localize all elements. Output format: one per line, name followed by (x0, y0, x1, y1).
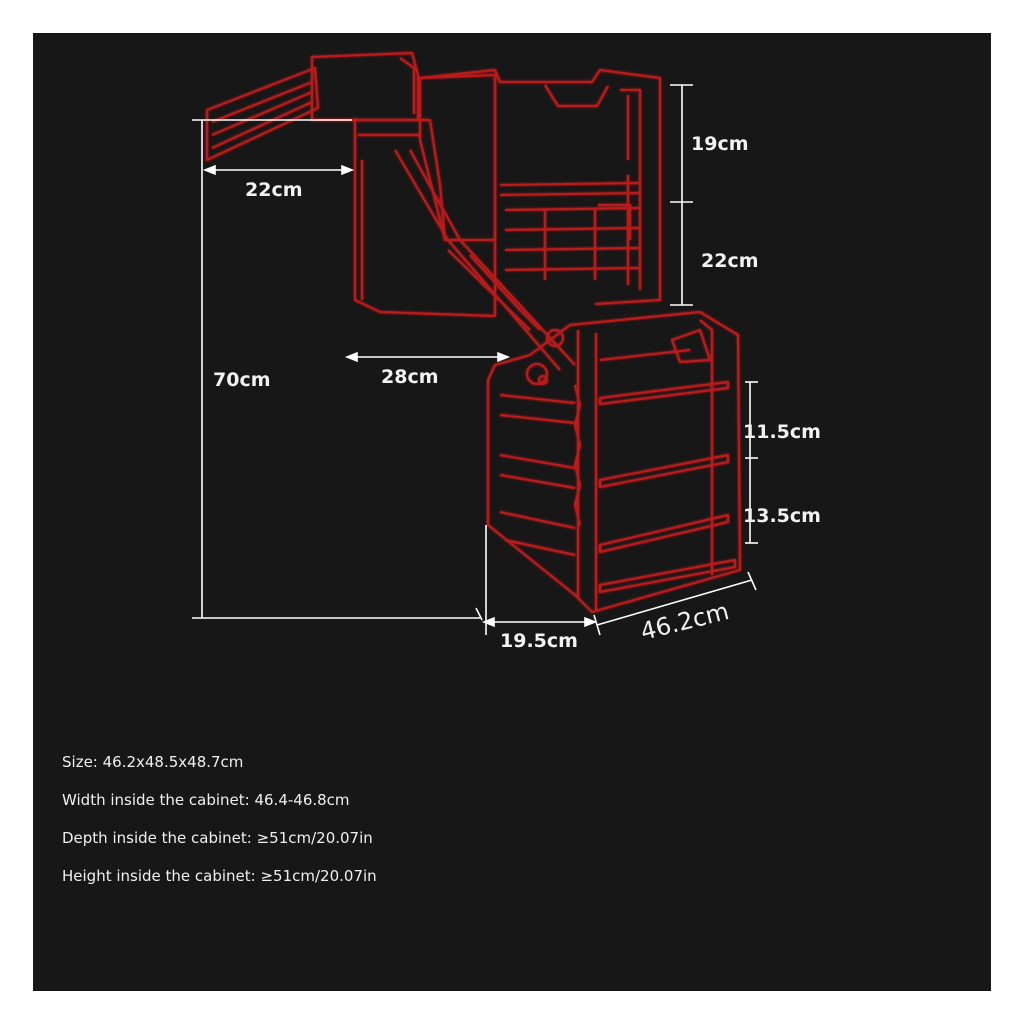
background-panel (33, 33, 991, 991)
dim-base-depth-label: 19.5cm (500, 630, 578, 652)
spec-list: Size: 46.2x48.5x48.7cm Width inside the … (62, 752, 377, 904)
dim-shelf-gap-upper-label: 11.5cm (743, 421, 821, 443)
spec-size: Size: 46.2x48.5x48.7cm (62, 753, 244, 771)
dimension-lines (192, 84, 758, 636)
spec-inner-height: Height inside the cabinet: ≥51cm/20.07in (62, 867, 377, 885)
rack-illustration (205, 51, 742, 614)
dim-mid-depth-label: 28cm (381, 366, 439, 388)
dim-shelf-gap-lower-label: 13.5cm (743, 505, 821, 527)
spec-inner-depth: Depth inside the cabinet: ≥51cm/20.07in (62, 829, 373, 847)
dim-middle-height-label: 22cm (701, 250, 759, 272)
dim-upper-height-label: 19cm (691, 133, 749, 155)
dim-total-height-label: 70cm (213, 369, 271, 391)
spec-inner-width: Width inside the cabinet: 46.4-46.8cm (62, 791, 350, 809)
dim-top-depth-label: 22cm (245, 179, 303, 201)
